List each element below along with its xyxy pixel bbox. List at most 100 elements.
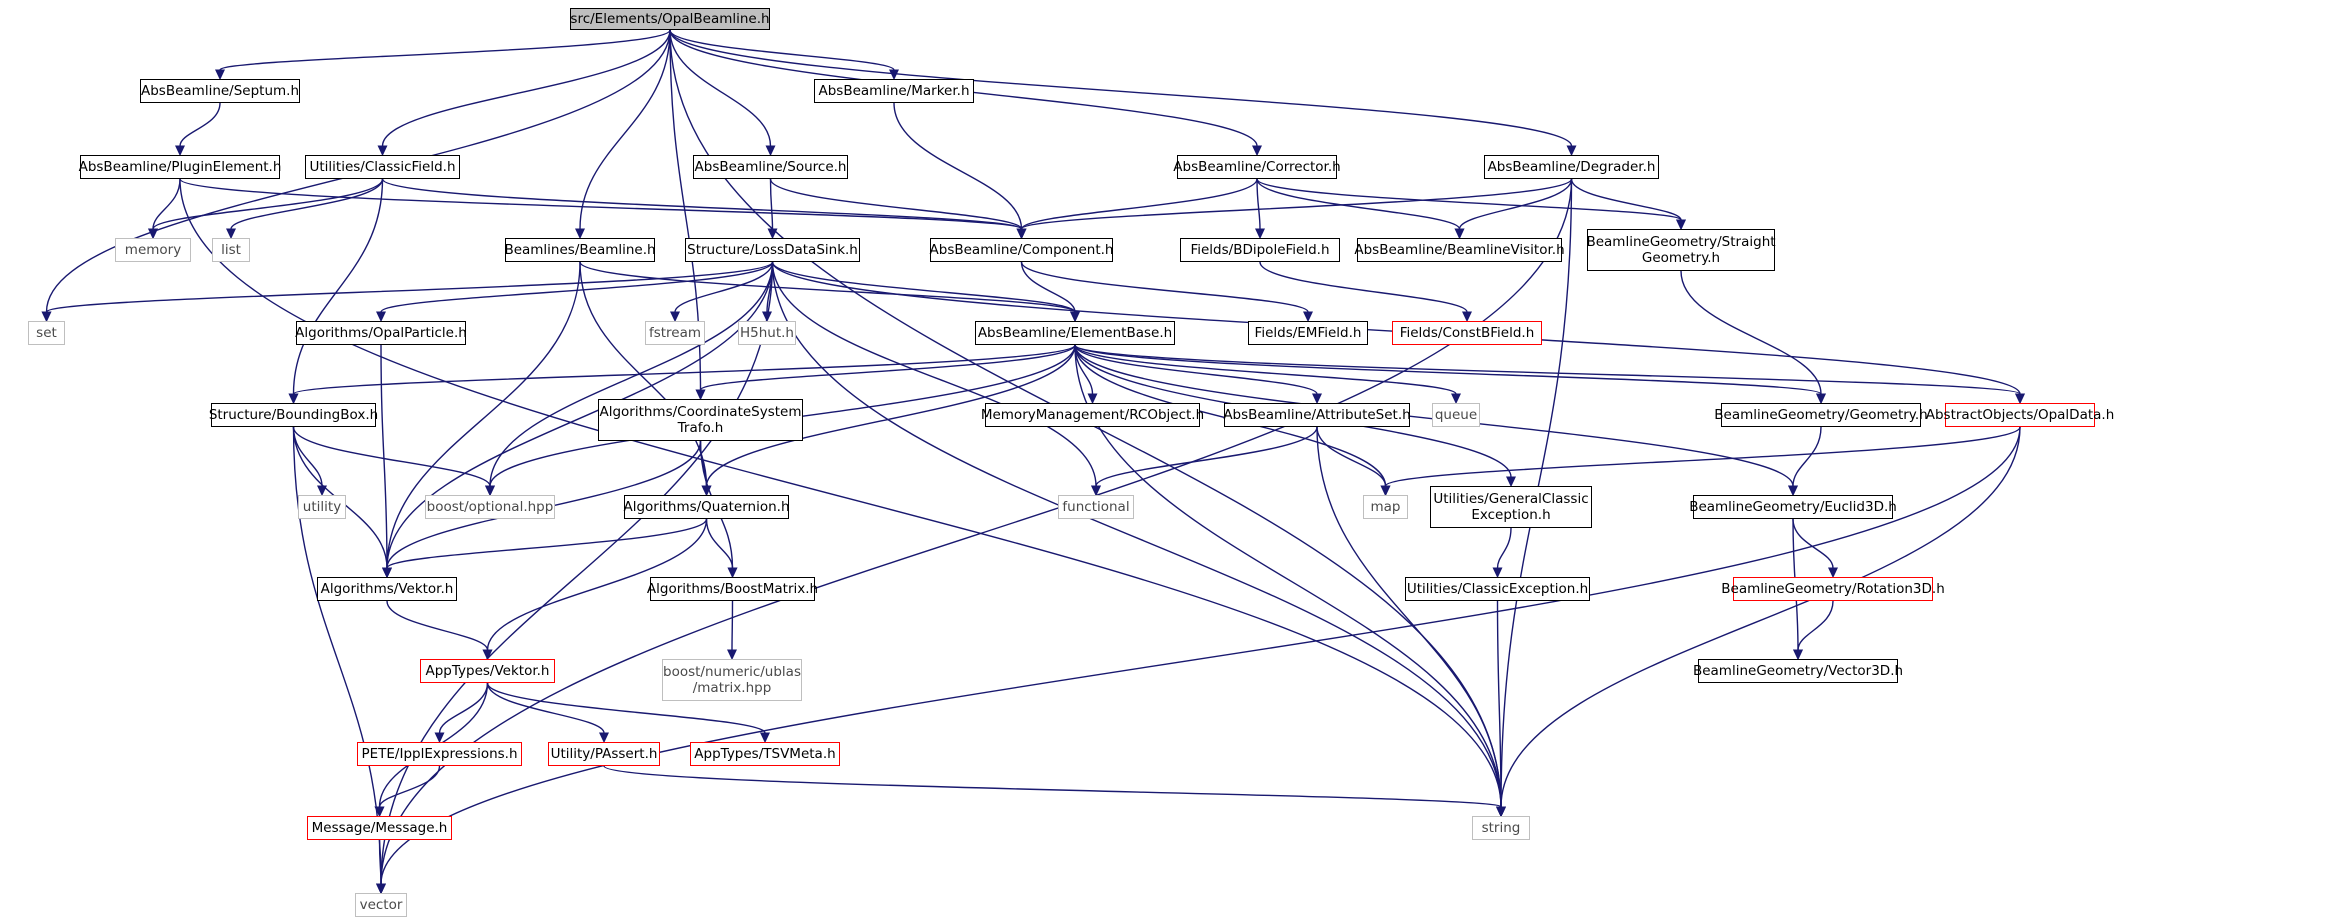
node-label-boostoptional: boost/optional.hpp — [426, 499, 554, 515]
node-geometry[interactable]: BeamlineGeometry/Geometry.h — [1714, 403, 1928, 427]
node-corrector[interactable]: AbsBeamline/Corrector.h — [1173, 155, 1341, 179]
node-marker[interactable]: AbsBeamline/Marker.h — [814, 79, 974, 103]
node-classicexc[interactable]: Utilities/ClassicException.h — [1405, 577, 1590, 601]
node-utility[interactable]: utility — [298, 495, 346, 519]
node-rotation3d[interactable]: BeamlineGeometry/Rotation3D.h — [1721, 577, 1945, 601]
node-memory[interactable]: memory — [115, 238, 191, 262]
node-root[interactable]: src/Elements/OpalBeamline.h — [570, 8, 770, 30]
node-beamline[interactable]: Beamlines/Beamline.h — [504, 238, 656, 262]
arrowhead-root-to-marker — [889, 69, 899, 81]
node-label-emfield: Fields/EMField.h — [1254, 325, 1362, 341]
arrowhead-lossdatasink-to-opalparticle — [376, 311, 386, 323]
node-beamlinevisitor[interactable]: AbsBeamline/BeamlineVisitor.h — [1354, 238, 1565, 262]
node-apptypesvektor[interactable]: AppTypes/Vektor.h — [420, 659, 555, 683]
node-set[interactable]: set — [28, 321, 65, 345]
arrowhead-septum-to-pluginelement — [175, 145, 185, 157]
arrowhead-boundingbox-to-boostoptional — [485, 485, 495, 497]
node-source[interactable]: AbsBeamline/Source.h — [693, 155, 848, 179]
node-list[interactable]: list — [212, 238, 250, 262]
arrowhead-degrader-to-straightgeom — [1676, 219, 1686, 231]
node-coordtrafo[interactable]: Algorithms/CoordinateSystem Trafo.h — [598, 399, 803, 441]
node-functional[interactable]: functional — [1058, 495, 1134, 519]
node-label-tsvmeta: AppTypes/TSVMeta.h — [694, 746, 836, 762]
node-label-ublas: boost/numeric/ublas /matrix.hpp — [663, 664, 801, 696]
arrowhead-boostmatrix-to-ublas — [727, 649, 737, 661]
edge-opaldata-to-string — [1500, 426, 2021, 808]
arrowhead-quaternion-to-boostmatrix — [727, 567, 738, 579]
node-genclassicexc[interactable]: Utilities/GeneralClassic Exception.h — [1430, 486, 1592, 528]
node-vector3d[interactable]: BeamlineGeometry/Vector3D.h — [1693, 659, 1903, 683]
edge-root-to-classicfield — [381, 29, 671, 147]
edge-lossdatasink-to-elementbase — [771, 261, 1076, 313]
node-rcobject[interactable]: MemoryManagement/RCObject.h — [981, 403, 1204, 427]
node-opaldata[interactable]: AbstractObjects/OpalData.h — [1926, 403, 2114, 427]
edge-bdipole-to-constbfield — [1259, 261, 1468, 313]
node-map[interactable]: map — [1363, 495, 1408, 519]
node-pluginelement[interactable]: AbsBeamline/PluginElement.h — [78, 155, 282, 179]
node-fstream[interactable]: fstream — [645, 321, 705, 345]
node-boostoptional[interactable]: boost/optional.hpp — [425, 495, 555, 519]
edge-pluginelement-to-memory — [152, 178, 181, 230]
node-lossdatasink[interactable]: Structure/LossDataSink.h — [685, 238, 860, 262]
arrowhead-euclid3d-to-rotation3d — [1828, 567, 1838, 579]
node-emfield[interactable]: Fields/EMField.h — [1248, 321, 1368, 345]
edge-classicfield-to-memory — [152, 178, 384, 230]
edge-lossdatasink-to-fstream — [674, 261, 774, 313]
node-ipplexpr[interactable]: PETE/IpplExpressions.h — [357, 742, 522, 766]
node-septum[interactable]: AbsBeamline/Septum.h — [140, 79, 300, 103]
node-label-geometry: BeamlineGeometry/Geometry.h — [1714, 407, 1928, 423]
node-component[interactable]: AbsBeamline/Component.h — [930, 238, 1113, 262]
edge-classicfield-to-component — [381, 178, 1023, 230]
node-euclid3d[interactable]: BeamlineGeometry/Euclid3D.h — [1689, 495, 1897, 519]
node-label-boundingbox: Structure/BoundingBox.h — [208, 407, 379, 423]
edge-classicfield-to-boundingbox — [292, 178, 384, 395]
node-message[interactable]: Message/Message.h — [307, 816, 452, 840]
arrowhead-corrector-to-bdipole — [1255, 228, 1265, 240]
edge-elementbase-to-opaldata — [1074, 344, 2021, 395]
arrowhead-boundingbox-to-utility — [317, 485, 327, 497]
node-label-corrector: AbsBeamline/Corrector.h — [1173, 159, 1341, 175]
edge-opaldata-to-map — [1384, 426, 2021, 487]
node-tsvmeta[interactable]: AppTypes/TSVMeta.h — [690, 742, 840, 766]
node-bdipole[interactable]: Fields/BDipoleField.h — [1180, 238, 1340, 262]
node-opalparticle[interactable]: Algorithms/OpalParticle.h — [295, 321, 467, 345]
node-vektor[interactable]: Algorithms/Vektor.h — [317, 577, 457, 601]
node-straightgeom[interactable]: BeamlineGeometry/Straight Geometry.h — [1586, 229, 1776, 271]
node-passert[interactable]: Utility/PAssert.h — [548, 742, 660, 766]
arrowhead-source-to-lossdatasink — [767, 228, 778, 240]
node-boostmatrix[interactable]: Algorithms/BoostMatrix.h — [646, 577, 819, 601]
node-elementbase[interactable]: AbsBeamline/ElementBase.h — [975, 321, 1175, 345]
node-vector[interactable]: vector — [355, 893, 407, 917]
node-label-genclassicexc: Utilities/GeneralClassic Exception.h — [1433, 491, 1589, 523]
edge-septum-to-pluginelement — [179, 102, 221, 147]
edge-lossdatasink-to-boostoptional — [489, 261, 774, 487]
node-label-pluginelement: AbsBeamline/PluginElement.h — [78, 159, 282, 175]
node-attributeset[interactable]: AbsBeamline/AttributeSet.h — [1223, 403, 1411, 427]
node-label-elementbase: AbsBeamline/ElementBase.h — [977, 325, 1173, 341]
node-label-classicfield: Utilities/ClassicField.h — [309, 159, 456, 175]
node-quaternion[interactable]: Algorithms/Quaternion.h — [623, 495, 790, 519]
node-label-septum: AbsBeamline/Septum.h — [140, 83, 300, 99]
arrowhead-elementbase-to-coordtrafo — [695, 389, 706, 401]
node-ublas[interactable]: boost/numeric/ublas /matrix.hpp — [662, 659, 802, 701]
node-label-opaldata: AbstractObjects/OpalData.h — [1925, 407, 2115, 423]
edge-euclid3d-to-rotation3d — [1792, 518, 1834, 569]
edge-lossdatasink-to-string — [771, 261, 1502, 808]
node-label-boostmatrix: Algorithms/BoostMatrix.h — [646, 581, 819, 597]
arrowhead-root-to-degrader — [1566, 145, 1577, 157]
node-classicfield[interactable]: Utilities/ClassicField.h — [305, 155, 460, 179]
arrowhead-lossdatasink-to-elementbase — [1070, 311, 1080, 323]
node-h5hut[interactable]: H5hut.h — [738, 321, 796, 345]
arrowhead-vektor-to-apptypesvektor — [482, 649, 493, 661]
arrowhead-apptypesvektor-to-ipplexpr — [434, 732, 445, 744]
node-degrader[interactable]: AbsBeamline/Degrader.h — [1484, 155, 1659, 179]
edge-degrader-to-vector — [380, 178, 1573, 885]
edge-apptypesvektor-to-tsvmeta — [486, 682, 766, 734]
edge-corrector-to-straightgeom — [1256, 178, 1682, 221]
node-string[interactable]: string — [1472, 816, 1530, 840]
node-constbfield[interactable]: Fields/ConstBField.h — [1392, 321, 1542, 345]
node-queue[interactable]: queue — [1432, 403, 1480, 427]
node-label-bdipole: Fields/BDipoleField.h — [1190, 242, 1330, 258]
node-boundingbox[interactable]: Structure/BoundingBox.h — [208, 403, 379, 427]
